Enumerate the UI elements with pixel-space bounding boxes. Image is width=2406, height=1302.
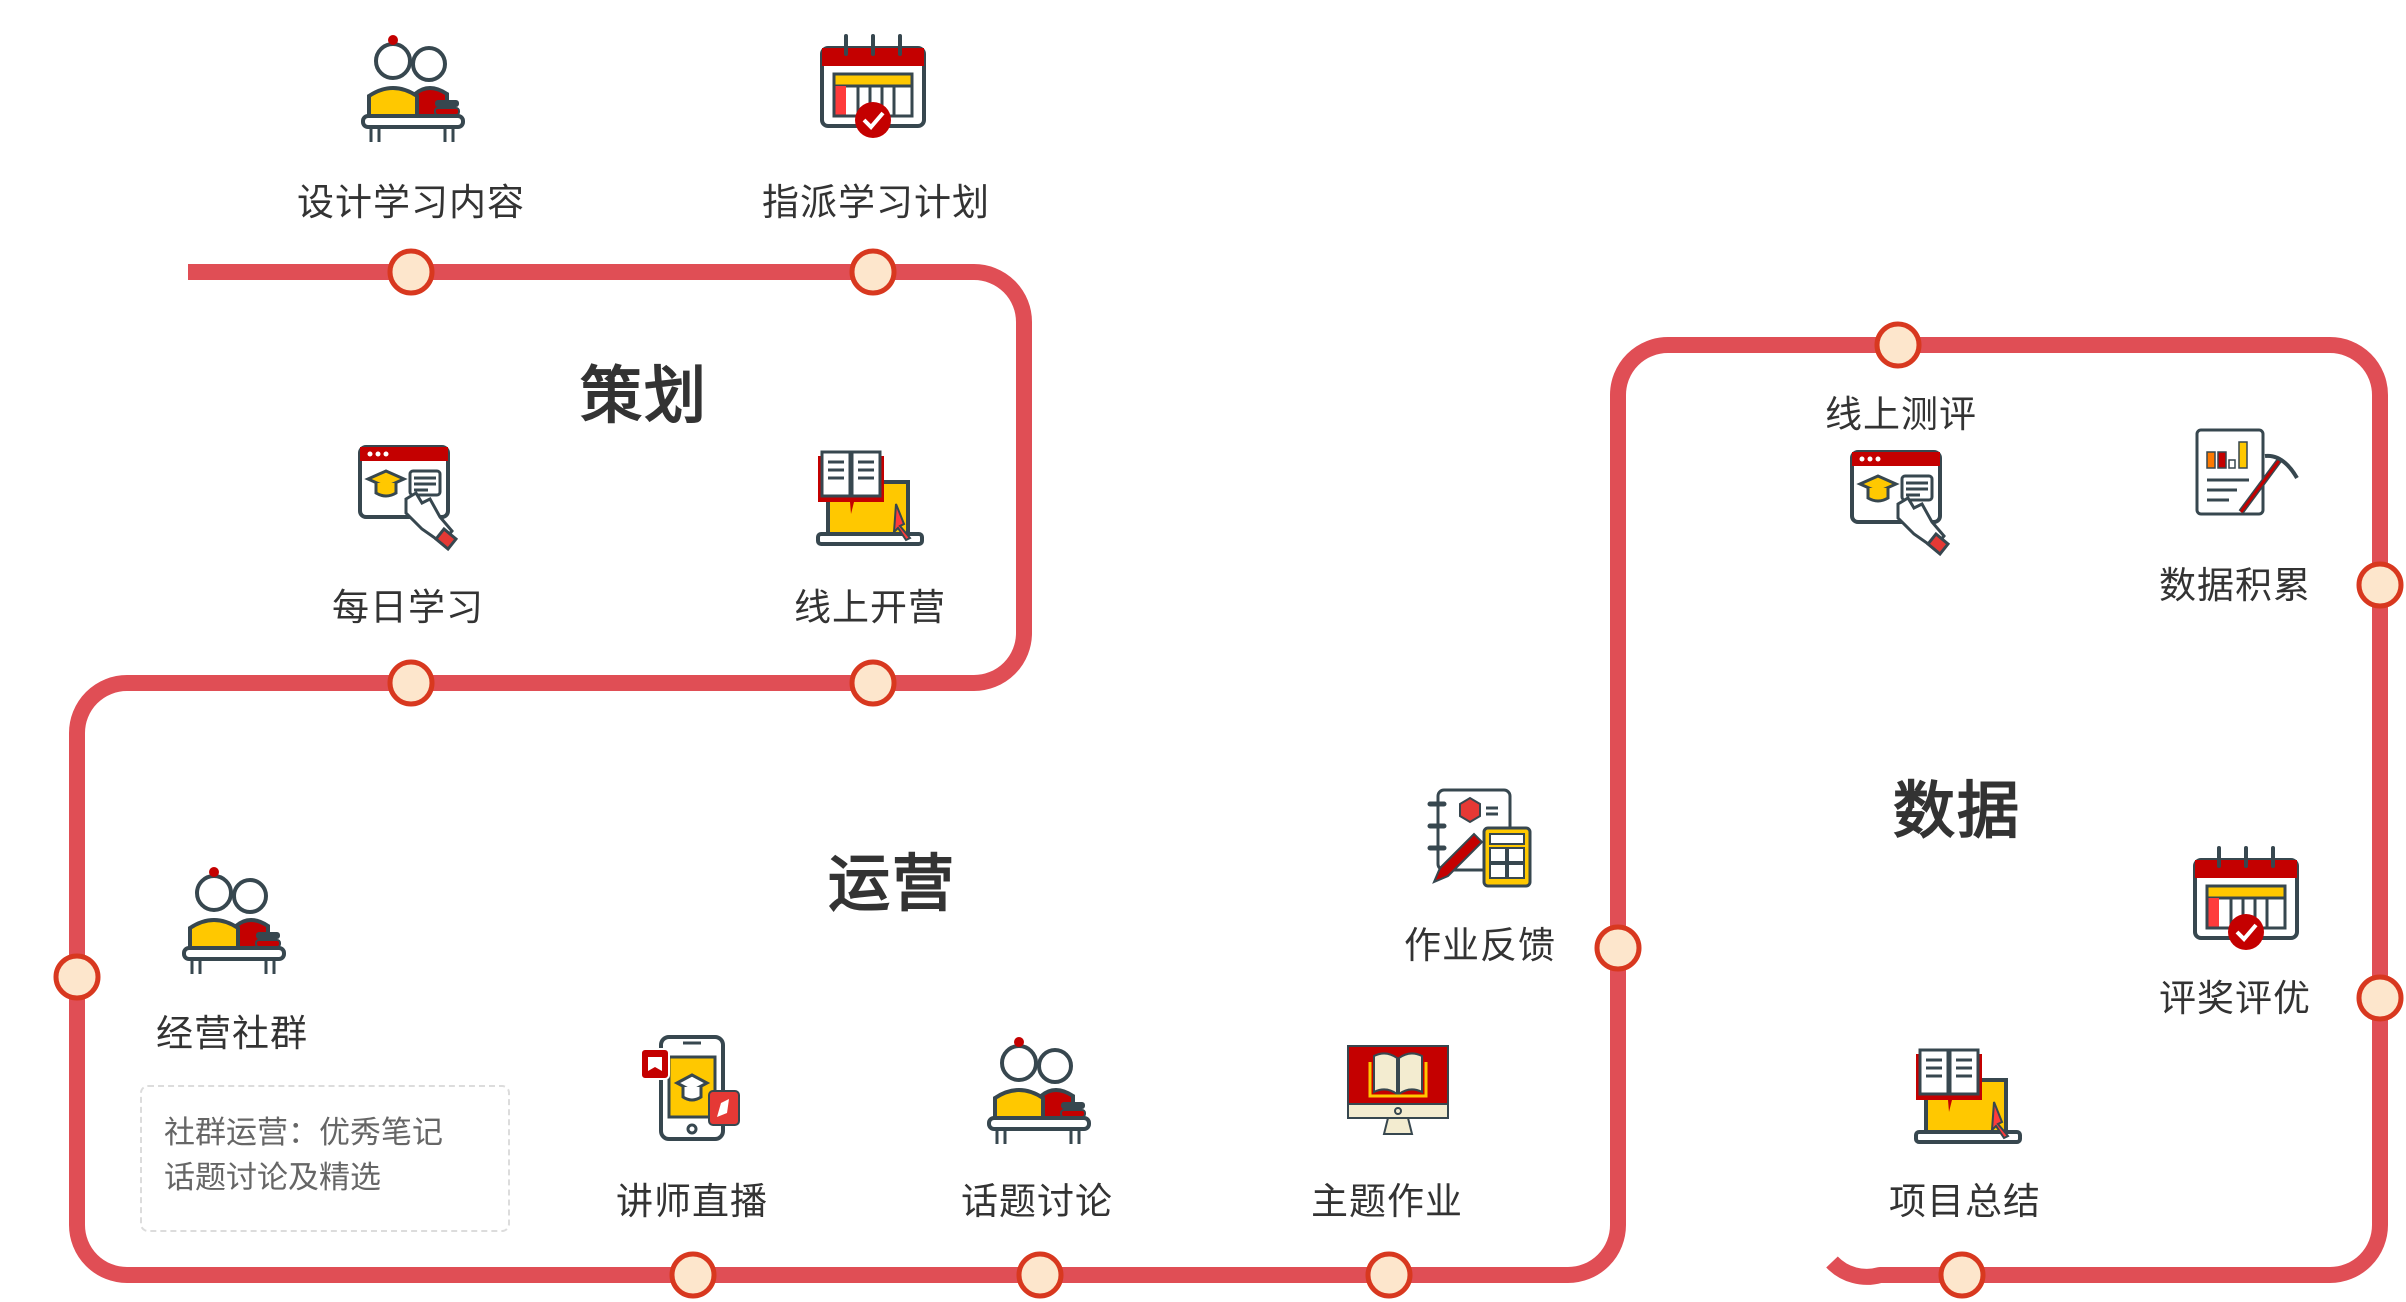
mobile-course-icon bbox=[637, 1033, 747, 1147]
step-label-data-accumulation: 数据积累 bbox=[2159, 564, 2311, 607]
note-line: 话题讨论及精选 bbox=[164, 1160, 381, 1196]
step-label-design-content: 设计学习内容 bbox=[297, 181, 525, 224]
step-label-homework-feedback: 作业反馈 bbox=[1404, 924, 1556, 967]
track-node bbox=[387, 248, 435, 296]
track-node bbox=[1874, 321, 1922, 369]
step-label-project-summary: 项目总结 bbox=[1889, 1180, 2041, 1223]
track-node bbox=[2356, 561, 2404, 609]
notebook-calculator-icon bbox=[1426, 786, 1534, 894]
step-label-assign-plan: 指派学习计划 bbox=[762, 181, 990, 224]
step-label-online-opening: 线上开营 bbox=[794, 586, 946, 629]
track-node bbox=[669, 1251, 717, 1299]
students-icon bbox=[172, 858, 292, 982]
step-label-theme-homework: 主题作业 bbox=[1311, 1180, 1463, 1223]
calendar-check-icon bbox=[818, 30, 928, 146]
calendar-check-icon bbox=[2191, 842, 2301, 958]
step-label-awards: 评奖评优 bbox=[2159, 977, 2311, 1020]
track-node bbox=[849, 659, 897, 707]
online-course-click-icon bbox=[1848, 448, 1958, 562]
phase-title-operations: 运营 bbox=[827, 847, 957, 920]
track-node bbox=[1365, 1251, 1413, 1299]
laptop-book-icon bbox=[1912, 1044, 2024, 1152]
laptop-book-icon bbox=[814, 446, 926, 554]
students-icon bbox=[351, 26, 471, 150]
step-label-online-assessment: 线上测评 bbox=[1825, 393, 1977, 436]
monitor-book-icon bbox=[1344, 1042, 1452, 1142]
step-label-topic-discussion: 话题讨论 bbox=[961, 1180, 1113, 1223]
report-pickaxe-icon bbox=[2193, 426, 2303, 530]
track-node bbox=[387, 659, 435, 707]
step-label-community: 经营社群 bbox=[156, 1012, 308, 1055]
track-planning bbox=[69, 264, 2388, 1285]
track-node bbox=[53, 953, 101, 1001]
online-course-click-icon bbox=[356, 443, 466, 557]
phase-title-planning: 策划 bbox=[579, 359, 709, 432]
phase-title-data: 数据 bbox=[1892, 774, 2022, 847]
track-node bbox=[1594, 924, 1642, 972]
step-label-daily-study: 每日学习 bbox=[332, 586, 484, 629]
note-line: 社群运营：优秀笔记 bbox=[164, 1115, 443, 1151]
students-icon bbox=[977, 1028, 1097, 1152]
community-note-box: 社群运营：优秀笔记 话题讨论及精选 bbox=[140, 1085, 510, 1232]
track-node bbox=[1016, 1251, 1064, 1299]
track-node bbox=[2356, 974, 2404, 1022]
step-label-live-lecture: 讲师直播 bbox=[616, 1180, 768, 1223]
track-node bbox=[849, 248, 897, 296]
track-node bbox=[1938, 1251, 1986, 1299]
